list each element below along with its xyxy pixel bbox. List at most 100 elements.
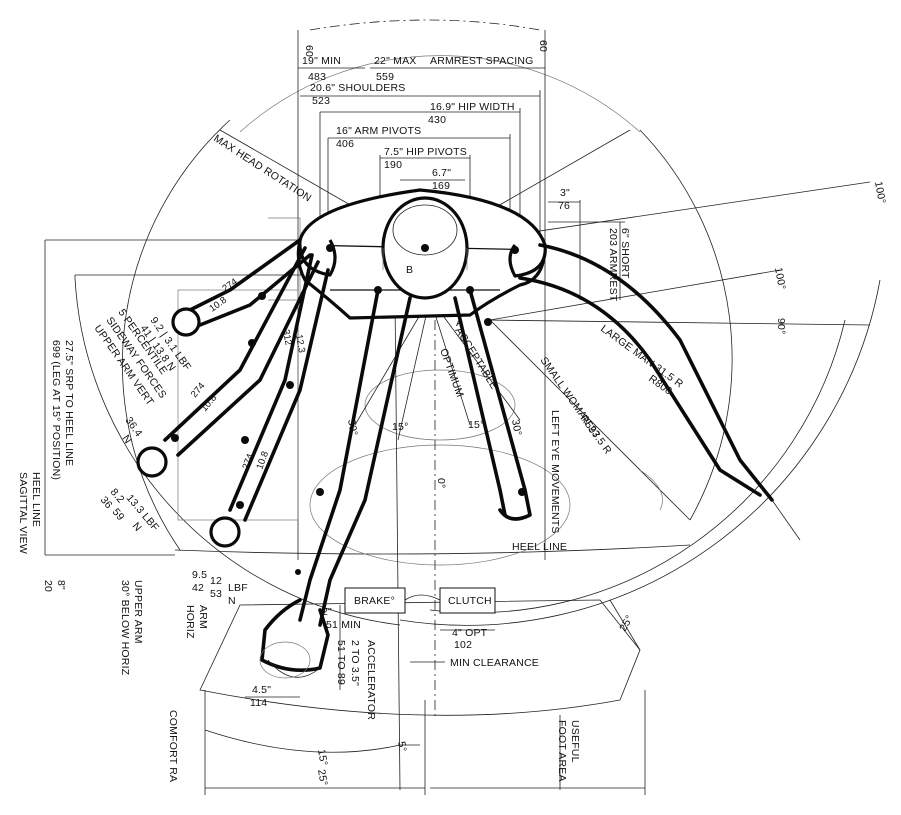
label-53: 53 <box>210 588 222 600</box>
label-shoulders: 20.6" SHOULDERS <box>310 82 405 94</box>
left-arm-2-lower <box>176 260 320 457</box>
label-hip-width: 16.9" HIP WIDTH <box>430 101 515 113</box>
label-15-left: 15° <box>392 421 408 433</box>
label-430: 430 <box>428 114 446 126</box>
label-169: 169 <box>432 180 450 192</box>
label-2-to-3-5: 2 TO 3.5" <box>349 640 361 686</box>
left-hand-1 <box>171 307 201 337</box>
leg-line <box>394 299 401 791</box>
label-12: 12 <box>210 575 222 587</box>
sight-30-left <box>354 297 431 426</box>
label-sagittal-view: SAGITTAL VIEW <box>17 472 29 554</box>
label-15-right: 15° <box>468 419 484 431</box>
arc-15-25 <box>204 729 401 753</box>
left-elbow-3a <box>241 436 249 444</box>
left-elbow-1 <box>258 292 266 300</box>
label-59: 59 <box>110 506 127 523</box>
label-4-opt: 4" OPT <box>452 627 488 639</box>
label-30-right: 30° <box>509 418 524 436</box>
left-wrist-2 <box>171 434 179 442</box>
left-arm-3-lower <box>243 268 330 522</box>
label-5-deg: 5° <box>395 740 409 752</box>
label-4-5-in: 4.5" <box>252 684 271 696</box>
left-reach-arc <box>122 119 231 551</box>
label-6-7: 6.7" <box>432 167 451 179</box>
ray-small-woman <box>489 319 691 521</box>
label-clutch: CLUTCH <box>448 595 492 607</box>
label-60-left: 60 <box>303 45 315 57</box>
label-25-bottom: 25° <box>315 768 330 786</box>
sight-15-left <box>397 297 431 441</box>
label-upper-arm: UPPER ARM <box>132 580 144 644</box>
label-114: 114 <box>250 697 267 709</box>
label-b: B <box>406 264 413 276</box>
label-100-b: 100° <box>772 266 788 290</box>
label-15-bottom: 15° <box>315 748 330 766</box>
ray-100-b <box>489 269 781 321</box>
left-arm-1-upper <box>188 238 302 312</box>
pedals <box>245 587 496 698</box>
pedal-link <box>404 594 441 601</box>
large-man-arc <box>399 279 881 626</box>
label-horiz: HORIZ <box>184 605 196 639</box>
label-min-clearance: MIN CLEARANCE <box>450 657 539 669</box>
label-arm-pivots: 16" ARM PIVOTS <box>336 125 421 137</box>
label-srp-heel: 27.5" SRP TO HEEL LINE <box>63 340 75 466</box>
label-n-c: N <box>120 433 134 446</box>
label-76: 76 <box>558 200 570 212</box>
label-2-in: 2" <box>322 606 332 618</box>
labels: 60 60 19" MIN 483 22" MAX 559 ARMREST SP… <box>17 40 888 787</box>
label-8-in: 8" <box>55 580 67 590</box>
label-comfort-ra: COMFORT RA <box>167 710 179 782</box>
label-useful: USEFUL <box>569 720 581 763</box>
label-36: 36 <box>98 494 115 511</box>
sight-lines <box>354 297 521 791</box>
label-22-max: 22" MAX <box>374 55 416 67</box>
head-rotation-dashed-arc <box>309 19 541 31</box>
label-42: 42 <box>192 582 204 594</box>
label-51-to-89: 51 TO 89 <box>335 640 347 685</box>
inner-vision-ellipse <box>364 369 516 441</box>
ray-25-right <box>609 599 641 651</box>
label-90: 90° <box>775 318 787 334</box>
left-arm-1-lower <box>198 253 312 327</box>
brake-pedal[interactable] <box>344 587 406 614</box>
label-arm-274-c: 274 <box>240 452 256 471</box>
left-arm-2-upper <box>163 246 307 442</box>
knee-left <box>316 488 324 496</box>
label-brake: BRAKE° <box>354 595 395 607</box>
right-reach-arc <box>639 129 733 521</box>
label-heel-line: HEEL LINE <box>512 541 567 553</box>
label-optimum: OPTIMUM <box>437 347 466 399</box>
label-a: A <box>456 317 463 329</box>
left-elbow-3 <box>286 381 294 389</box>
left-hand-2 <box>136 446 168 478</box>
label-heel-line-left: HEEL LINE <box>30 472 42 527</box>
left-elbow-2 <box>248 339 256 347</box>
hip-joint-left <box>374 286 382 294</box>
shoulder-pivot-right <box>511 246 519 254</box>
label-arm-274-b: 274 <box>189 381 208 400</box>
left-wrist-3 <box>236 501 244 509</box>
sight-30-right <box>429 297 521 421</box>
ray-90 <box>484 319 871 326</box>
sight-15-right <box>429 297 471 426</box>
label-13-3-lbf: 13.3 LBF <box>124 492 162 534</box>
label-100-a: 100° <box>872 180 888 204</box>
label-n-b: N <box>130 520 144 534</box>
right-leg-inner <box>453 296 507 517</box>
right-arm-lower <box>518 276 762 497</box>
ankle-left <box>295 569 301 575</box>
accel-pad <box>259 641 311 679</box>
right-finger <box>771 499 801 541</box>
label-lbf-a: LBF <box>228 582 248 594</box>
label-406: 406 <box>336 138 354 150</box>
left-leg-outer <box>298 288 380 622</box>
label-foot-area: FOOT AREA <box>556 720 568 782</box>
clutch-pedal[interactable] <box>439 587 496 614</box>
label-6-short: 6" SHORT <box>619 228 631 279</box>
side-view-box <box>177 289 299 521</box>
left-hand-3 <box>209 516 241 548</box>
